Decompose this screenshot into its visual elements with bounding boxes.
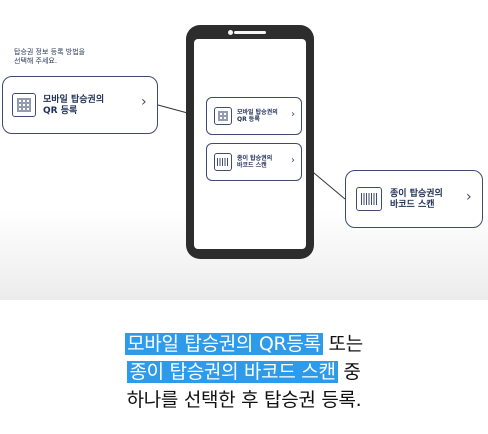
callout-option-barcode-label: 종이 탑승권의 바코드 스캔 <box>390 189 443 210</box>
caption-line-2: 종이 탑승권의 바코드 스캔 중 <box>0 358 488 386</box>
chevron-right-icon: › <box>466 189 472 205</box>
phone-mockup <box>186 25 314 259</box>
chevron-right-icon: › <box>141 94 147 110</box>
phone-option-barcode[interactable]: 종이 탑승권의 바코드 스캔 › <box>206 143 302 181</box>
chevron-right-icon: › <box>291 109 295 120</box>
barcode-icon <box>214 153 232 171</box>
callout-option-qr-label: 모바일 탑승권의 QR 등록 <box>43 95 105 116</box>
qr-code-icon <box>214 107 232 125</box>
callout-option-barcode[interactable]: 종이 탑승권의 바코드 스캔 › <box>345 170 483 228</box>
phone-option-barcode-label: 종이 탑승권의 바코드 스캔 <box>237 155 273 169</box>
phone-option-qr-label: 모바일 탑승권의 QR 등록 <box>237 109 278 123</box>
caption-line-3: 하나를 선택한 후 탑승권 등록. <box>126 389 362 411</box>
caption-highlight-barcode: 종이 탑승권의 바코드 스캔 <box>127 361 338 383</box>
chevron-right-icon: › <box>291 155 295 166</box>
instruction-caption: 모바일 탑승권의 QR등록 또는 종이 탑승권의 바코드 스캔 중 하나를 선택… <box>0 330 488 414</box>
phone-speaker <box>234 31 266 34</box>
phone-instruction-text: 탑승권 정보 등록 방법을 선택해 주세요. <box>14 48 86 65</box>
camera-dot <box>228 30 233 35</box>
barcode-icon <box>356 187 382 211</box>
callout-option-qr[interactable]: 모바일 탑승권의 QR 등록 › <box>2 76 158 134</box>
caption-line-1: 모바일 탑승권의 QR등록 또는 <box>0 330 488 358</box>
phone-option-qr[interactable]: 모바일 탑승권의 QR 등록 › <box>206 97 302 135</box>
qr-code-icon <box>12 93 36 117</box>
caption-line-1-rest: 또는 <box>322 333 364 355</box>
caption-line-2-rest: 중 <box>337 361 361 383</box>
caption-highlight-qr: 모바일 탑승권의 QR등록 <box>125 333 323 355</box>
